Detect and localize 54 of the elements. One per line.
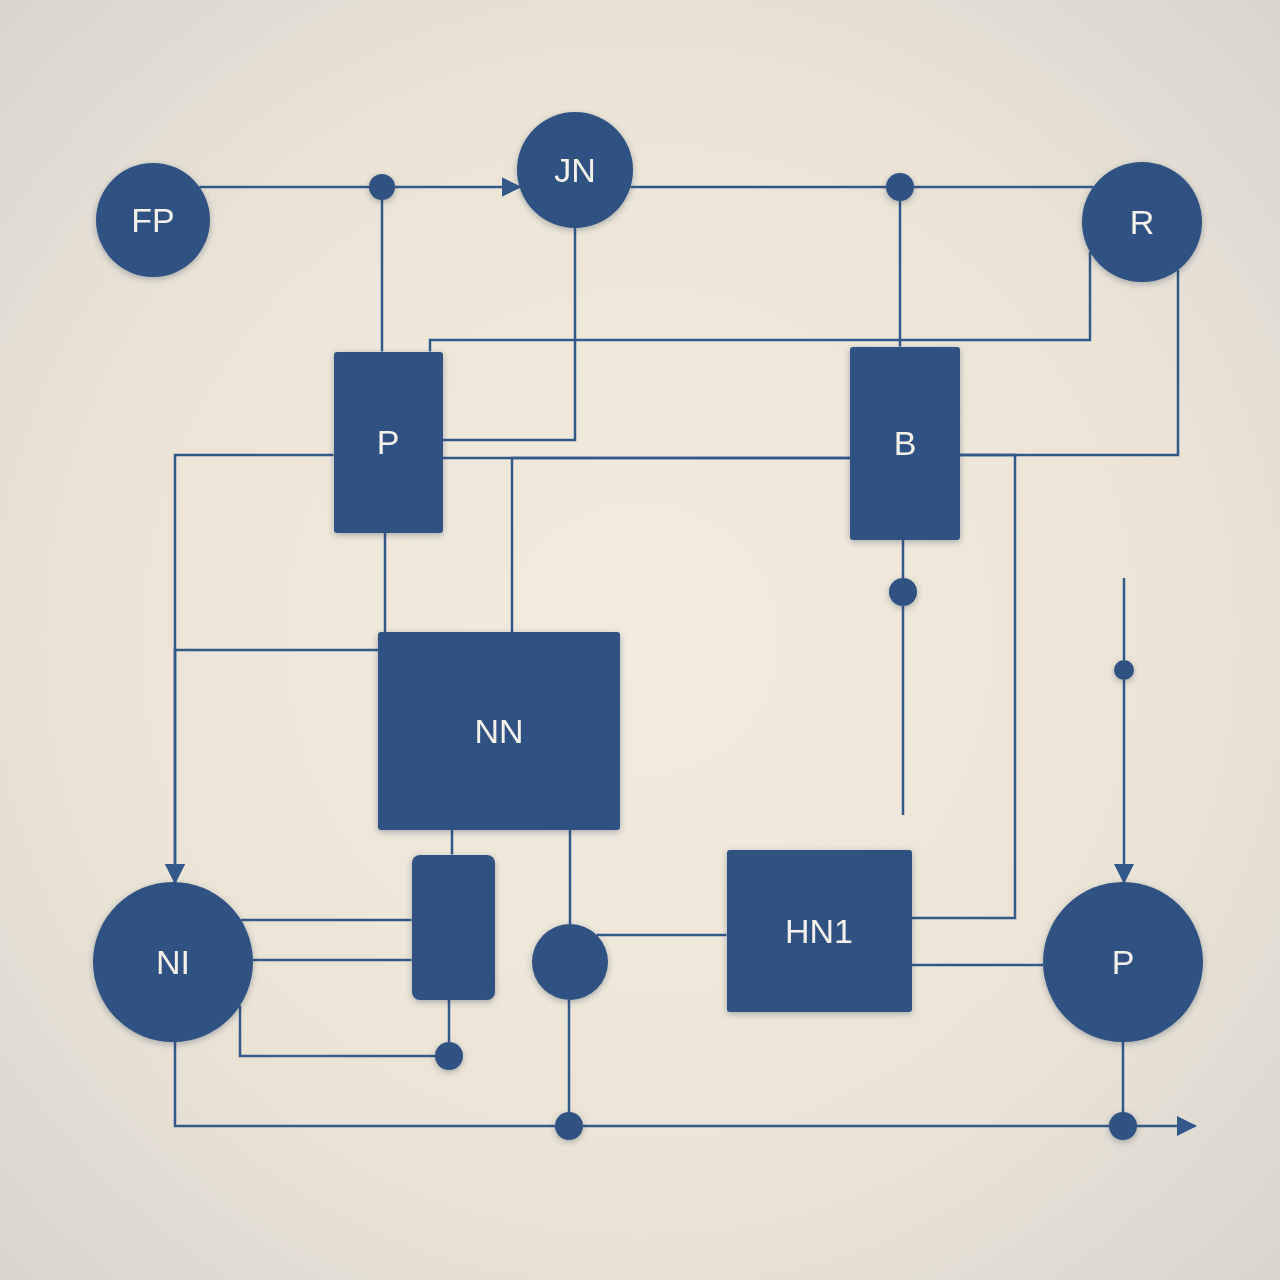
connector-line [568, 830, 572, 924]
connector-line [428, 251, 1092, 352]
node-label: NN [474, 711, 524, 751]
connector-line [510, 456, 850, 632]
junction-dot [1109, 1112, 1137, 1140]
junction-dot [886, 173, 914, 201]
circle-node [532, 924, 608, 1000]
junction-dot [555, 1112, 583, 1140]
connector-line [1122, 578, 1126, 660]
process-box [333, 351, 443, 533]
junction-dot [889, 578, 917, 606]
connector-line [914, 185, 1094, 189]
connector-line [901, 606, 905, 815]
node-label: B [893, 423, 917, 463]
connector-line [898, 201, 902, 347]
node-label: NI [156, 942, 190, 982]
node-label: R [1129, 202, 1155, 242]
arrow [395, 177, 522, 197]
connector-line [241, 918, 412, 922]
connector-line [253, 958, 412, 962]
junction-dot [1114, 660, 1134, 680]
connector-line [901, 539, 905, 578]
arrow [165, 648, 378, 885]
circle-node [517, 112, 633, 228]
connector-line [442, 228, 577, 442]
node-label: FP [131, 200, 175, 240]
connector-line [447, 999, 451, 1042]
connector-line [1121, 1042, 1125, 1112]
process-box [726, 850, 912, 1012]
process-box [850, 346, 960, 540]
connector-line [380, 200, 384, 352]
connector-line [199, 185, 369, 189]
junction-dot [369, 174, 395, 200]
junction-dot [435, 1042, 463, 1070]
node-label: P [1111, 942, 1135, 982]
connector-line [450, 830, 454, 855]
arrow [1114, 680, 1134, 884]
connector-line [911, 963, 1044, 967]
connector-line [630, 185, 886, 189]
connector-line [596, 933, 727, 937]
connector-line [383, 532, 387, 632]
connector-line [238, 1005, 435, 1058]
node-label: P [376, 422, 400, 462]
circle-node [96, 163, 210, 277]
arrow [1137, 1116, 1197, 1136]
node-label: JN [554, 150, 596, 190]
process-box [411, 854, 495, 1000]
circle-node [1082, 162, 1202, 282]
process-box [378, 632, 620, 830]
connector-line [173, 1041, 555, 1128]
connector-line [567, 1000, 571, 1112]
connector-line [911, 453, 1017, 920]
node-label: HN1 [785, 911, 853, 951]
connector-line [583, 1124, 1109, 1128]
